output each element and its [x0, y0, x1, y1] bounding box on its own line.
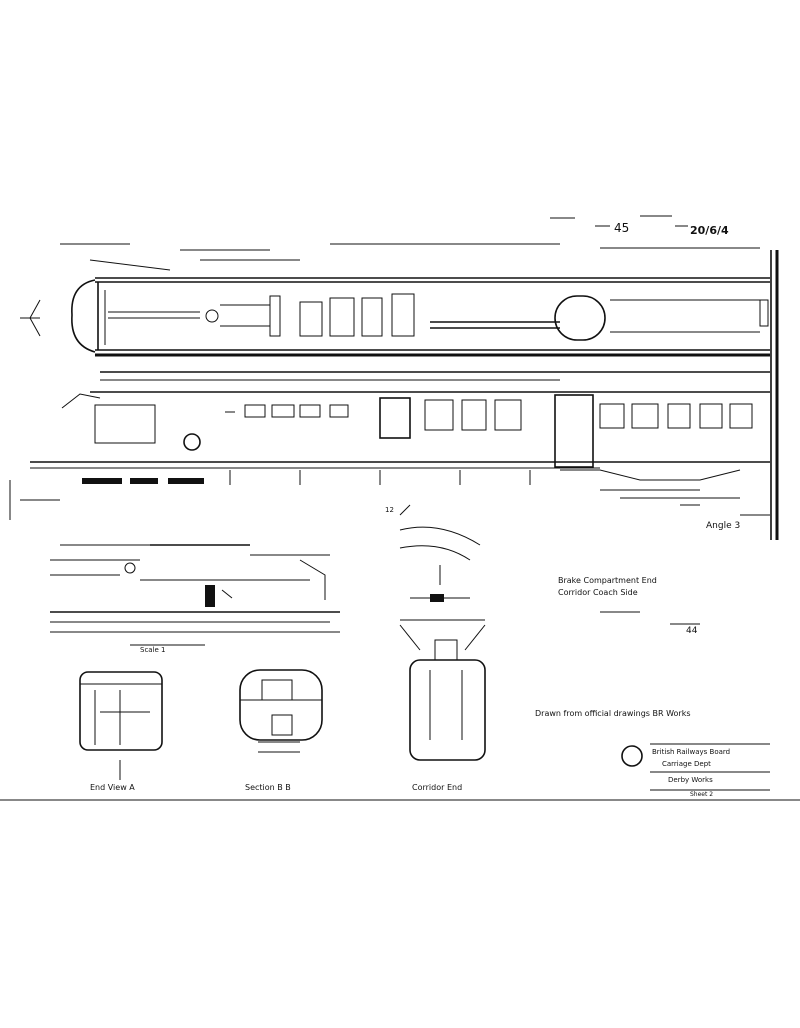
- title-line-1: Brake Compartment End: [558, 576, 657, 585]
- end-view-2: [239, 669, 323, 753]
- right-tag: Angle 3: [706, 521, 740, 531]
- sheet-code: 20/6/4: [690, 224, 729, 237]
- view-label-1: End View A: [90, 783, 135, 792]
- title-ref: 44: [686, 626, 698, 636]
- end-view-1: [79, 671, 163, 780]
- note-line: Drawn from official drawings BR Works: [535, 709, 691, 718]
- title-line-2: Corridor Coach Side: [558, 588, 638, 597]
- header-block: 45 20/6/4: [60, 215, 760, 251]
- title-block: British Railways Board Carriage Dept Der…: [621, 743, 770, 791]
- scale-note: Scale 1: [140, 646, 166, 654]
- side-elevation-lower: [9, 371, 770, 520]
- maker-seal: [621, 745, 643, 767]
- side-elevation-upper: [20, 259, 770, 357]
- plan-detail-left: [50, 544, 340, 646]
- margin-mark: 12: [385, 506, 394, 514]
- drawing-number: 45: [614, 221, 629, 235]
- view-label-3: Corridor End: [412, 783, 462, 792]
- tb-line-3: Derby Works: [668, 776, 713, 784]
- view-label-2: Section B B: [245, 783, 291, 792]
- bottom-left-note: Sheet 2: [690, 791, 713, 798]
- bogie-detail-centre: [399, 504, 486, 761]
- tb-line-1: British Railways Board: [652, 748, 730, 756]
- tb-line-2: Carriage Dept: [662, 760, 711, 768]
